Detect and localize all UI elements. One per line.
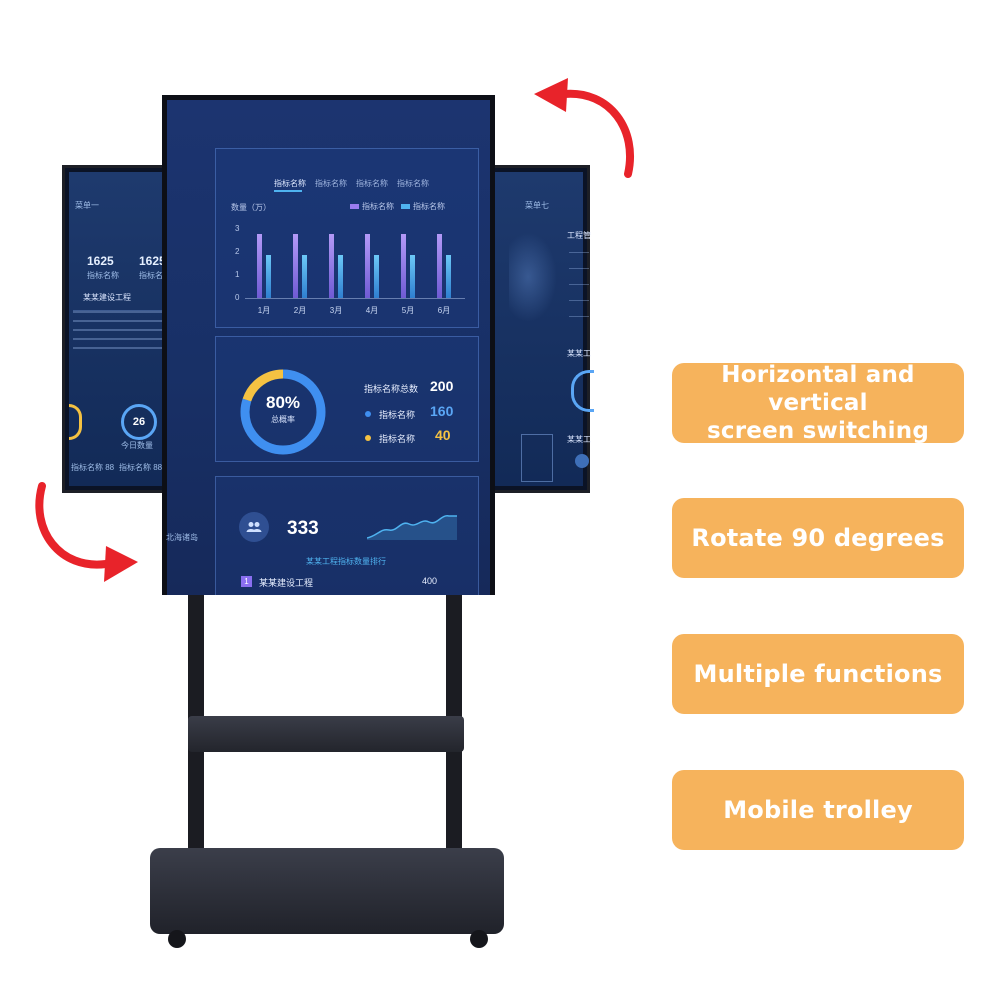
month-label-5: 5月 <box>401 306 415 315</box>
bar-may-purple <box>401 234 406 298</box>
ranking-title: 某某工程指标数量排行 <box>306 557 386 566</box>
portrait-screen-display: 指标名称 指标名称 指标名称 指标名称 数量（万） 指标名称 指标名称 3 2 … <box>167 100 490 595</box>
bar-may-blue <box>410 255 415 298</box>
rank-item-name: 某某建设工程 <box>259 578 314 588</box>
chart-tab-2[interactable]: 指标名称 <box>315 179 347 188</box>
right-panel-subtitle: 某某工 <box>567 349 591 358</box>
right-panel-subtitle-2: 某某工 <box>567 435 591 444</box>
feature-multiple-functions: Multiple functions <box>672 634 964 714</box>
stat-label-blue: 指标名称 <box>379 410 416 420</box>
users-icon <box>239 512 269 542</box>
month-label-1: 1月 <box>257 306 271 315</box>
left-stat-sub-2: 指标名称 <box>139 271 171 280</box>
right-mini-chart <box>569 252 589 332</box>
y-tick-1: 1 <box>235 270 240 279</box>
stat-dot-yellow <box>365 435 371 441</box>
bar-mar-blue <box>338 255 343 298</box>
left-stat-sub-1: 指标名称 <box>87 271 119 280</box>
right-users-icon <box>575 454 589 468</box>
chart-tab-3[interactable]: 指标名称 <box>356 179 388 188</box>
chart-tab-4[interactable]: 指标名称 <box>397 179 429 188</box>
chart-tab-1[interactable]: 指标名称 <box>274 179 306 188</box>
left-stat-number-2: 1625 <box>139 254 166 268</box>
right-menu-tab: 菜单七 <box>525 201 549 210</box>
bar-feb-purple <box>293 234 298 298</box>
legend-label-2: 指标名称 <box>413 202 445 211</box>
stat-label-total: 指标名称总数 <box>364 384 419 394</box>
donut-chart <box>240 369 326 455</box>
left-project-text-lines <box>73 310 163 351</box>
right-panel-title: 工程管 <box>567 231 591 240</box>
month-label-2: 2月 <box>293 306 307 315</box>
donut-percent: 80% <box>265 393 301 412</box>
bar-apr-purple <box>365 234 370 298</box>
chart-baseline <box>245 298 465 299</box>
feature-screen-switching: Horizontal and vertical screen switching <box>672 362 964 444</box>
portrait-monitor: 指标名称 指标名称 指标名称 指标名称 数量（万） 指标名称 指标名称 3 2 … <box>162 95 495 595</box>
left-partial-gauge <box>69 404 82 440</box>
legend-swatch-purple <box>350 204 359 209</box>
stat-value-blue: 160 <box>430 403 454 419</box>
map-callout: 北海诸岛 <box>166 533 198 542</box>
month-label-4: 4月 <box>365 306 379 315</box>
right-frame-box <box>521 434 553 482</box>
rotate-arrow-bottom-icon <box>35 482 138 582</box>
y-tick-0: 0 <box>235 293 240 302</box>
bar-jan-purple <box>257 234 262 298</box>
media-shelf <box>188 716 464 752</box>
feature-3-label: Multiple functions <box>693 660 943 688</box>
right-map-shape <box>509 232 557 322</box>
left-stat-number-1: 1625 <box>87 254 114 268</box>
caster-wheel-left <box>168 930 186 948</box>
left-project-title: 某某建设工程 <box>83 293 131 302</box>
left-bottom-text-1: 指标名称 88 <box>71 463 115 472</box>
trolley-base <box>150 848 504 934</box>
stat-value-yellow: 40 <box>435 427 451 443</box>
chart-unit-label: 数量（万） <box>231 203 271 212</box>
legend-label-1: 指标名称 <box>362 202 394 211</box>
month-label-3: 3月 <box>329 306 343 315</box>
feature-1-line-1: Horizontal and vertical <box>721 362 915 416</box>
legend-swatch-blue <box>401 204 410 209</box>
left-menu-tab: 菜单一 <box>75 201 99 210</box>
left-gauge: 26 <box>121 404 157 440</box>
donut-arc-yellow <box>240 369 326 455</box>
left-gauge-value: 26 <box>132 416 146 428</box>
bar-jun-blue <box>446 255 451 298</box>
user-count: 333 <box>287 518 319 539</box>
right-partial-gauge <box>571 370 594 412</box>
stat-dot-blue <box>365 411 371 417</box>
bar-apr-blue <box>374 255 379 298</box>
trend-sparkline <box>367 515 457 540</box>
left-gauge-label: 今日数量 <box>121 441 153 450</box>
feature-1-line-2: screen switching <box>707 418 929 444</box>
bar-jun-purple <box>437 234 442 298</box>
stat-label-yellow: 指标名称 <box>379 434 416 444</box>
rotate-arrow-top-icon <box>534 78 634 178</box>
rank-item-value: 400 <box>422 576 438 586</box>
caster-wheel-right <box>470 930 488 948</box>
y-tick-3: 3 <box>235 224 240 233</box>
left-bottom-text-2: 指标名称 88 <box>119 463 163 472</box>
bar-feb-blue <box>302 255 307 298</box>
donut-caption: 总概率 <box>271 415 295 424</box>
feature-rotate: Rotate 90 degrees <box>672 498 964 578</box>
month-label-6: 6月 <box>437 306 451 315</box>
active-tab-underline <box>274 190 302 192</box>
bar-mar-purple <box>329 234 334 298</box>
rank-badge: 1 <box>241 576 252 587</box>
feature-4-label: Mobile trolley <box>723 796 913 824</box>
bar-jan-blue <box>266 255 271 298</box>
feature-mobile-trolley: Mobile trolley <box>672 770 964 850</box>
y-tick-2: 2 <box>235 247 240 256</box>
stat-value-total: 200 <box>430 378 454 394</box>
feature-2-label: Rotate 90 degrees <box>691 524 945 552</box>
